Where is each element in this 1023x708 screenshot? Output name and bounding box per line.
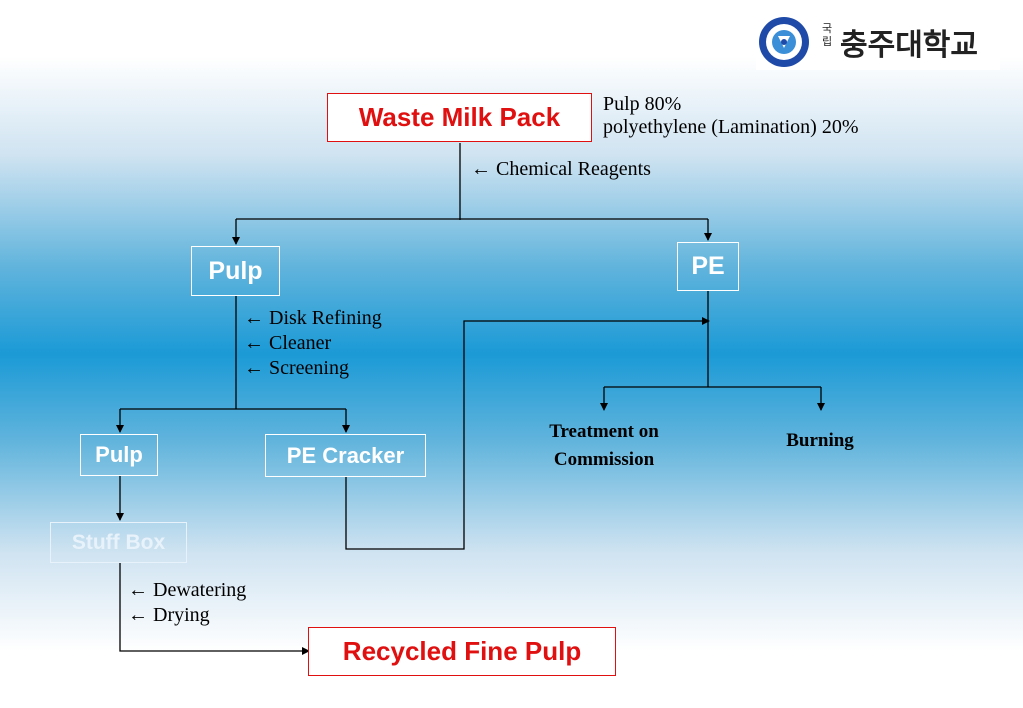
arrow-pe-cracker-to-pe xyxy=(345,317,710,550)
step-dewatering: ← Dewatering xyxy=(128,579,247,601)
step-disk-refining: ← Disk Refining xyxy=(244,307,382,329)
step-chemical-reagents: ← Chemical Reagents xyxy=(471,158,651,180)
step-cleaner: ← Cleaner xyxy=(244,332,332,354)
pulp-bottom-box: Pulp xyxy=(80,434,158,476)
composition-line-2: polyethylene (Lamination) 20% xyxy=(603,116,859,138)
logo-prefix: 국립 xyxy=(822,22,833,48)
stuff-box: Stuff Box xyxy=(50,522,187,563)
logo-name: 충주대학교 xyxy=(840,28,978,63)
university-logo: 국립 충주대학교 xyxy=(756,14,1000,70)
burning-label: Burning xyxy=(786,430,854,451)
pulp-box: Pulp xyxy=(191,246,280,296)
treatment-label-line-2: Commission xyxy=(553,449,655,470)
waste-milk-pack-box: Waste Milk Pack xyxy=(327,93,592,142)
composition-line-1: Pulp 80% xyxy=(603,93,682,115)
step-drying: ← Drying xyxy=(128,604,210,626)
treatment-label-line-1: Treatment on xyxy=(549,421,659,442)
pe-box: PE xyxy=(677,242,739,291)
recycled-fine-pulp-box: Recycled Fine Pulp xyxy=(308,627,616,676)
university-seal-icon xyxy=(759,17,809,67)
arrow-to-recycled-pulp xyxy=(119,563,310,655)
pe-cracker-box: PE Cracker xyxy=(265,434,426,477)
step-screening: ← Screening xyxy=(244,357,349,379)
